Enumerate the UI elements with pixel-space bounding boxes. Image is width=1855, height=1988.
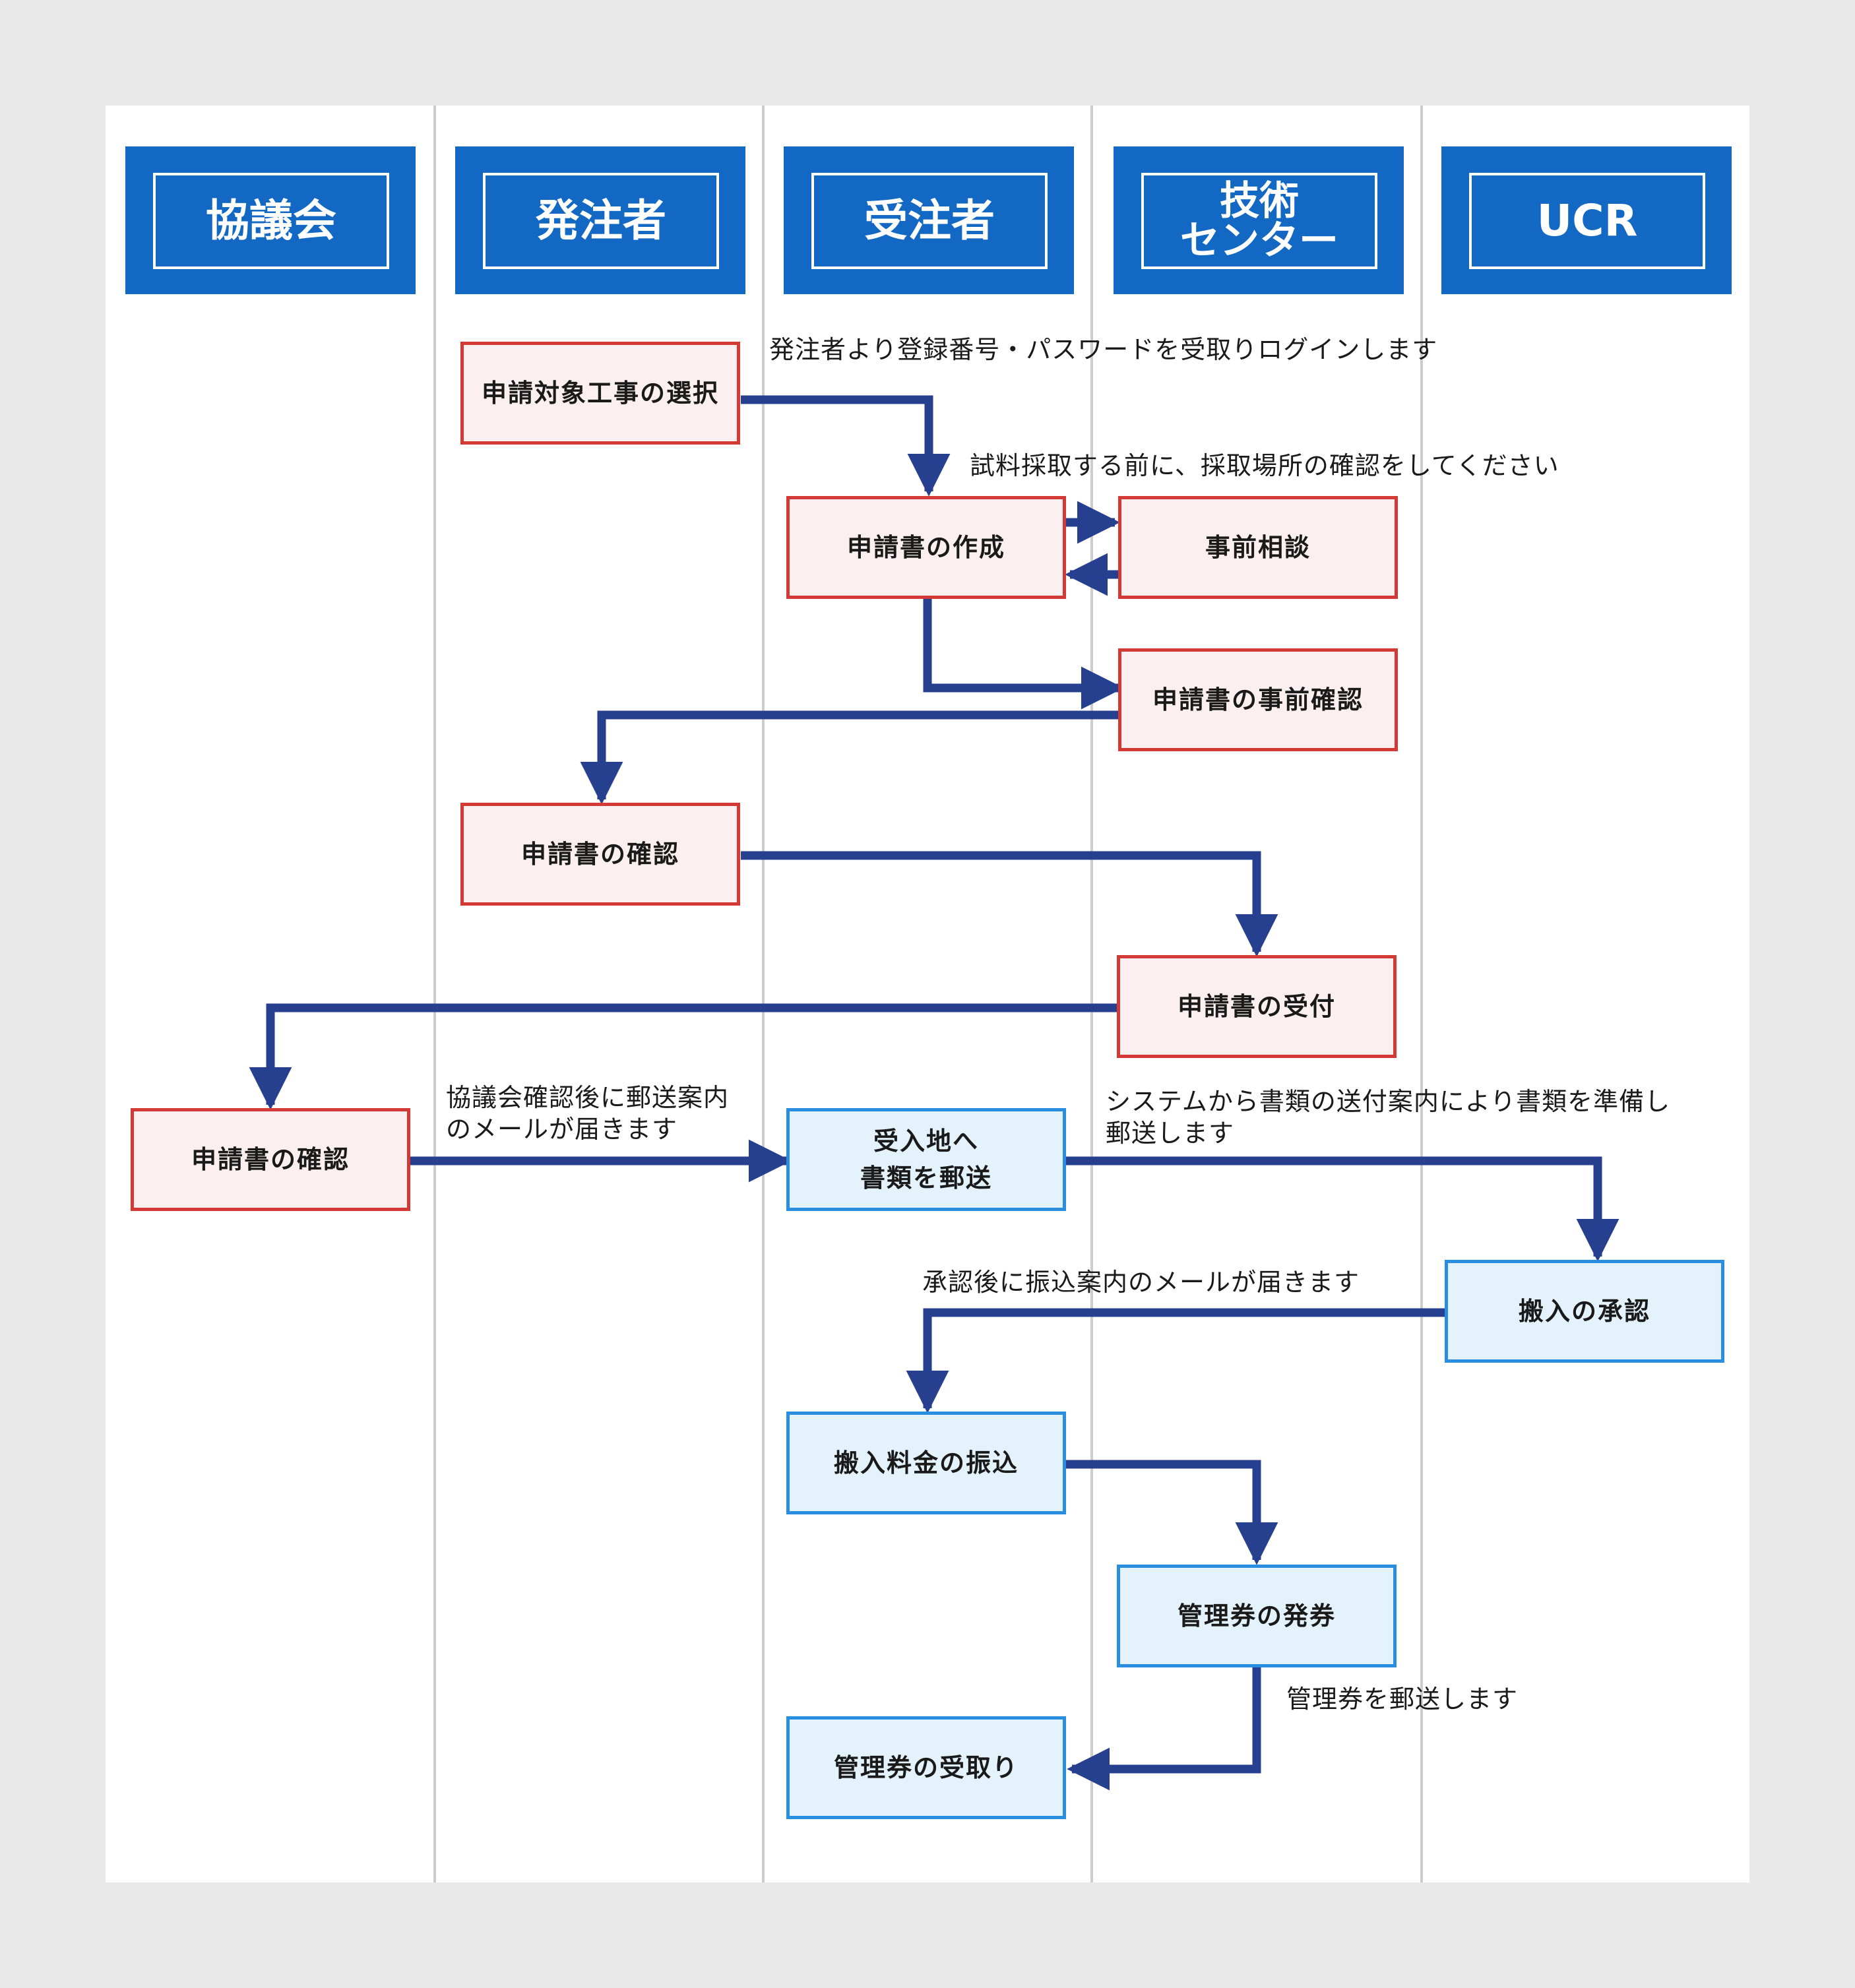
lane-header-ucr: UCR <box>1441 146 1732 294</box>
annotation-payment-mail: 承認後に振込案内のメールが届きます <box>922 1268 1360 1297</box>
step-pay-fee: 搬入料金の振込 <box>786 1412 1066 1514</box>
step-approve-intake: 搬入の承認 <box>1445 1260 1724 1363</box>
flow-arrow <box>923 598 1124 710</box>
flow-arrow <box>906 1308 1445 1413</box>
flow-arrow <box>580 710 1120 805</box>
annotation-login: 発注者より登録番号・パスワードを受取りログインします <box>769 335 1438 364</box>
step-issue-ticket: 管理券の発券 <box>1117 1565 1397 1667</box>
lane-label: 技術 センター <box>1141 173 1377 269</box>
step-mail-documents: 受入地へ 書類を郵送 <box>786 1108 1066 1211</box>
step-receive-application: 申請書の受付 <box>1117 955 1397 1058</box>
lane-label: 発注者 <box>483 173 719 269</box>
flow-arrow <box>1066 1156 1619 1262</box>
annotation-ticket-mail: 管理券を郵送します <box>1286 1685 1519 1714</box>
lane-divider <box>762 106 765 1882</box>
lane-label: UCR <box>1469 173 1705 269</box>
annotation-system-mail: システムから書類の送付案内により書類を準備し 郵送します <box>1106 1087 1671 1148</box>
lane-label: 受注者 <box>811 173 1048 269</box>
lane-header-orderer: 発注者 <box>455 146 745 294</box>
step-create-application: 申請書の作成 <box>786 496 1066 599</box>
annotation-sampling: 試料採取する前に、採取場所の確認をしてください <box>970 451 1559 480</box>
step-select-project: 申請対象工事の選択 <box>460 342 740 445</box>
lane-divider <box>433 106 436 1882</box>
step-receive-ticket: 管理券の受取り <box>786 1716 1066 1819</box>
step-pre-consultation: 事前相談 <box>1118 496 1398 599</box>
lane-label: 協議会 <box>153 173 389 269</box>
lane-header-council: 協議会 <box>125 146 416 294</box>
step-council-confirm: 申請書の確認 <box>131 1108 410 1211</box>
lane-divider <box>1420 106 1423 1882</box>
flow-arrow <box>1066 1460 1278 1565</box>
flow-arrow <box>741 851 1278 957</box>
step-orderer-confirm: 申請書の確認 <box>460 803 740 906</box>
lane-divider <box>1090 106 1093 1882</box>
flow-arrow <box>1067 1665 1261 1791</box>
flow-arrow <box>249 1003 1119 1110</box>
flow-arrow <box>741 395 951 497</box>
annotation-council-mail: 協議会確認後に郵送案内 のメールが届きます <box>446 1083 730 1144</box>
step-pre-check: 申請書の事前確認 <box>1118 648 1398 751</box>
lane-header-tech-center: 技術 センター <box>1114 146 1404 294</box>
lane-header-contractor: 受注者 <box>784 146 1074 294</box>
